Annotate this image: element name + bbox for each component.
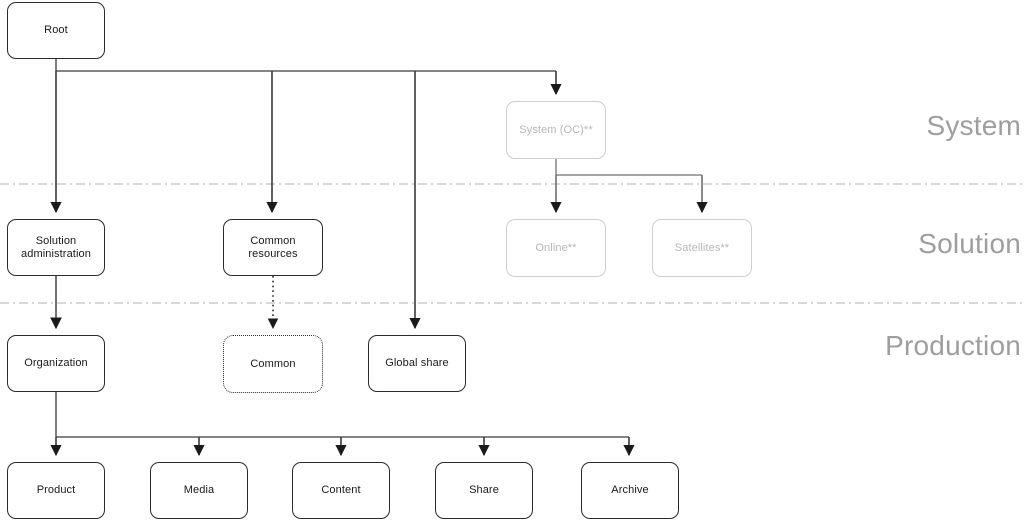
edge-organization-fanout [50,392,635,457]
edge-system-oc-fanout [550,159,708,214]
node-root[interactable]: Root [7,2,105,59]
node-online[interactable]: Online** [506,219,606,277]
node-archive[interactable]: Archive [581,462,679,519]
node-content[interactable]: Content [292,462,390,519]
node-global-share-label: Global share [385,357,449,369]
node-common-resources[interactable]: Common resources [223,219,323,276]
node-share[interactable]: Share [435,462,533,519]
node-product-label: Product [36,484,76,496]
node-online-label: Online** [535,241,577,254]
node-root-label: Root [44,24,68,36]
node-share-label: Share [469,484,499,496]
node-organization-label: Organization [24,357,88,369]
node-media-label: Media [183,484,215,496]
node-system-oc[interactable]: System (OC)** [506,101,606,159]
node-common-resources-label: Common resources [248,234,298,260]
node-archive-label: Archive [611,484,649,496]
node-organization[interactable]: Organization [7,335,105,392]
node-satellites-label: Satellites** [674,241,730,254]
node-media[interactable]: Media [150,462,248,519]
node-product[interactable]: Product [7,462,105,519]
node-satellites[interactable]: Satellites** [652,219,752,277]
node-global-share[interactable]: Global share [368,335,466,392]
node-common[interactable]: Common [223,335,323,393]
zone-label-production: Production [885,330,1021,361]
zone-label-solution: Solution [918,228,1021,259]
node-content-label: Content [321,484,361,496]
edge-root-fanout [50,59,562,330]
node-common-label: Common [250,357,296,370]
node-solution-administration-label: Solution administration [21,234,91,260]
zone-label-system: System [926,110,1021,141]
node-solution-administration[interactable]: Solution administration [7,219,105,276]
node-system-oc-label: System (OC)** [519,123,593,136]
